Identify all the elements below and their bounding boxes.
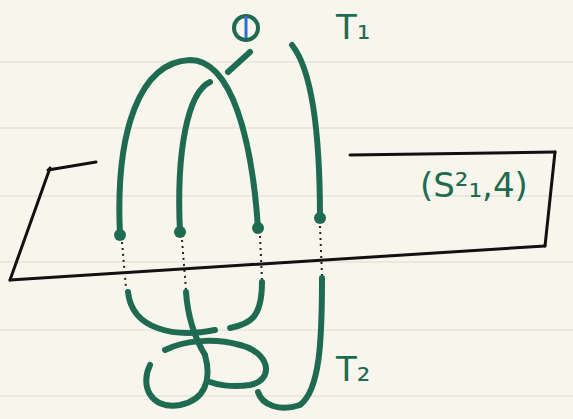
plane-edge: [48, 162, 96, 170]
upper-tangle: [114, 16, 326, 241]
plane-label: (S²₁,4): [420, 168, 528, 202]
tangle-label: T₂: [336, 352, 370, 386]
plane-edge: [545, 152, 555, 246]
tangle-label: T₁: [336, 10, 370, 44]
plane-edge: [10, 246, 545, 280]
paper-rules: [0, 62, 573, 396]
plane-outline: [8, 146, 560, 286]
lower-tangle: [122, 226, 322, 408]
plane-region: (S²₁,4): [8, 146, 560, 286]
plane-edge: [350, 152, 555, 155]
plane-edge: [10, 168, 50, 280]
